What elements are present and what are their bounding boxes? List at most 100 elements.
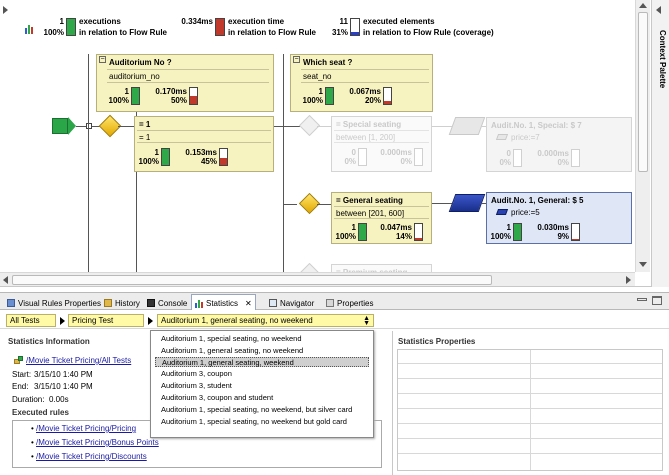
tab-properties[interactable]: Properties (323, 295, 376, 309)
dropdown-option[interactable]: Auditorium 1, special seating, no weeken… (161, 405, 353, 414)
rule-which-seat-time-pct: 20% (364, 96, 381, 105)
legend-elements-pct: 31% (331, 28, 348, 37)
dropdown-option[interactable]: Auditorium 1, special seating, no weeken… (161, 417, 347, 426)
rule-which-seat-count: 1 (318, 87, 323, 96)
legend-time-sublabel: in relation to Flow Rule (228, 28, 316, 37)
test-breadcrumb: All Tests Pricing Test Auditorium 1, gen… (0, 312, 669, 329)
rule-eq-1-cond: = 1 (137, 130, 271, 143)
legend-executions-swatch (66, 18, 76, 36)
legend-elements-sublabel: in relation to Flow Rule (coverage) (363, 28, 494, 37)
rule-special-seating-time-bar (414, 148, 423, 166)
rule-auditorium[interactable]: − Auditorium No ? auditorium_no 1 100% 0… (96, 54, 274, 112)
crumb-current-test-select[interactable]: Auditorium 1, general seating, no weeken… (157, 314, 374, 327)
horizontal-scroll-thumb[interactable] (12, 275, 492, 285)
context-palette[interactable] (651, 0, 669, 287)
dropdown-option[interactable]: Auditorium 3, student (161, 381, 232, 390)
rule-auditorium-var: auditorium_no (107, 69, 269, 83)
action-general[interactable]: Audit.No. 1, General: $ 5 price:=5 1 100… (486, 192, 632, 244)
properties-icon (326, 299, 334, 307)
rule-which-seat-exec-bar (325, 87, 334, 105)
legend-executions-pct: 100% (43, 28, 64, 37)
dropdown-option[interactable]: Auditorium 1, special seating, no weeken… (161, 334, 302, 343)
assign-icon (495, 209, 509, 215)
rule-general-seating-cond: between [201, 600] (334, 206, 429, 219)
flow-rule-canvas[interactable]: 1 100% executions in relation to Flow Ru… (0, 0, 651, 287)
rule-which-seat[interactable]: − Which seat ? seat_no 1 100% 0.067ms 20… (290, 54, 433, 112)
test-case-dropdown[interactable]: Auditorium 1, special seating, no weeken… (150, 330, 374, 438)
dropdown-option-selected[interactable]: Auditorium 1, general seating, weekend (155, 357, 369, 367)
minimize-icon[interactable] (637, 298, 647, 301)
tab-history[interactable]: History (101, 295, 143, 309)
start-node-icon[interactable] (52, 116, 76, 136)
vertical-scroll-thumb[interactable] (638, 12, 648, 172)
action-general-title: Audit.No. 1, General: $ 5 (491, 196, 584, 205)
rule-which-seat-time: 0.067ms (349, 87, 381, 96)
crumb-pricing-test[interactable]: Pricing Test (68, 314, 144, 327)
action-special[interactable]: Audit.No. 1, Special: $ 7 price:=7 0 0% … (486, 117, 632, 172)
legend-elements-count: 11 (339, 17, 348, 26)
list-item: • /Movie Ticket Pricing/Pricing (31, 424, 137, 433)
palette-expand-icon[interactable] (656, 6, 661, 14)
list-item: • /Movie Ticket Pricing/Discounts (31, 452, 147, 461)
rule-general-seating-title: = General seating (336, 196, 403, 205)
action-general-pct: 100% (490, 232, 511, 241)
statistics-properties-panel: Statistics Properties (392, 331, 669, 475)
dropdown-option[interactable]: Auditorium 3, coupon (161, 369, 232, 378)
crumb-current-label: Auditorium 1, general seating, no weeken… (161, 316, 313, 325)
collapse-arrow-icon[interactable] (3, 6, 8, 14)
tab-visual-rules-properties[interactable]: Visual Rules Properties (4, 295, 104, 309)
updown-arrow-icon[interactable]: ▲▼ (363, 315, 370, 327)
crumb-separator-icon (148, 317, 153, 325)
tab-navigator[interactable]: Navigator (266, 295, 317, 309)
rule-auditorium-time-bar (189, 87, 198, 105)
crumb-all-tests[interactable]: All Tests (6, 314, 56, 327)
tab-console[interactable]: Console (144, 295, 190, 309)
scroll-down-icon[interactable] (639, 262, 647, 267)
rule-auditorium-pct: 100% (108, 96, 129, 105)
properties-icon (7, 299, 15, 307)
rule-general-seating-count: 1 (351, 223, 356, 232)
rule-special-seating[interactable]: = Special seating between [1, 200] 0 0% … (331, 116, 432, 172)
scroll-right-icon[interactable] (626, 276, 631, 284)
list-item: • /Movie Ticket Pricing/Bonus Points (31, 438, 159, 447)
close-icon[interactable]: ✕ (245, 299, 252, 308)
rule-which-seat-title: Which seat ? (303, 58, 353, 67)
executed-rule-link[interactable]: /Movie Ticket Pricing/Bonus Points (36, 438, 159, 447)
tab-label: History (115, 298, 140, 308)
rule-auditorium-exec-bar (131, 87, 140, 105)
action-special-time-pct: 0% (557, 158, 569, 167)
rule-special-seating-cond: between [1, 200] (334, 130, 429, 143)
action-parallelogram-icon[interactable] (448, 194, 486, 212)
rule-eq-1[interactable]: = 1 = 1 1 100% 0.153ms 45% (134, 116, 274, 172)
action-special-exec-bar (513, 149, 522, 167)
tab-label: Statistics (206, 299, 239, 308)
canvas-horizontal-scrollbar[interactable] (0, 272, 635, 286)
test-suite-link[interactable]: /Movie Ticket Pricing/All Tests (26, 356, 132, 365)
legend-executions-label: executions (79, 17, 121, 26)
legend-elements-swatch (350, 18, 360, 36)
executed-rule-link[interactable]: /Movie Ticket Pricing/Discounts (36, 452, 147, 461)
rule-auditorium-time-pct: 50% (170, 96, 187, 105)
legend-time-label: execution time (228, 17, 285, 26)
rule-auditorium-count: 1 (124, 87, 129, 96)
executed-rule-link[interactable]: /Movie Ticket Pricing/Pricing (36, 424, 137, 433)
scroll-left-icon[interactable] (3, 276, 8, 284)
console-icon (147, 299, 155, 307)
rule-auditorium-time: 0.170ms (155, 87, 187, 96)
legend-elements-label: executed elements (363, 17, 435, 26)
rule-special-seating-pct: 0% (344, 157, 356, 166)
maximize-icon[interactable] (652, 296, 662, 305)
canvas-vertical-scrollbar[interactable] (635, 0, 650, 272)
dropdown-option[interactable]: Auditorium 3, coupon and student (161, 393, 274, 402)
scroll-up-icon[interactable] (639, 3, 647, 8)
tab-statistics[interactable]: Statistics ✕ (191, 294, 256, 310)
action-parallelogram-icon[interactable] (448, 117, 486, 135)
chart-icon (25, 24, 35, 34)
rule-which-seat-time-bar (383, 87, 392, 105)
dropdown-option[interactable]: Auditorium 1, general seating, no weeken… (161, 346, 304, 355)
rule-general-seating[interactable]: = General seating between [201, 600] 1 1… (331, 192, 432, 244)
rule-eq-1-title: = 1 (139, 120, 151, 129)
action-special-title: Audit.No. 1, Special: $ 7 (491, 121, 582, 130)
properties-table[interactable] (397, 349, 663, 471)
rule-general-seating-time-bar (414, 223, 423, 241)
